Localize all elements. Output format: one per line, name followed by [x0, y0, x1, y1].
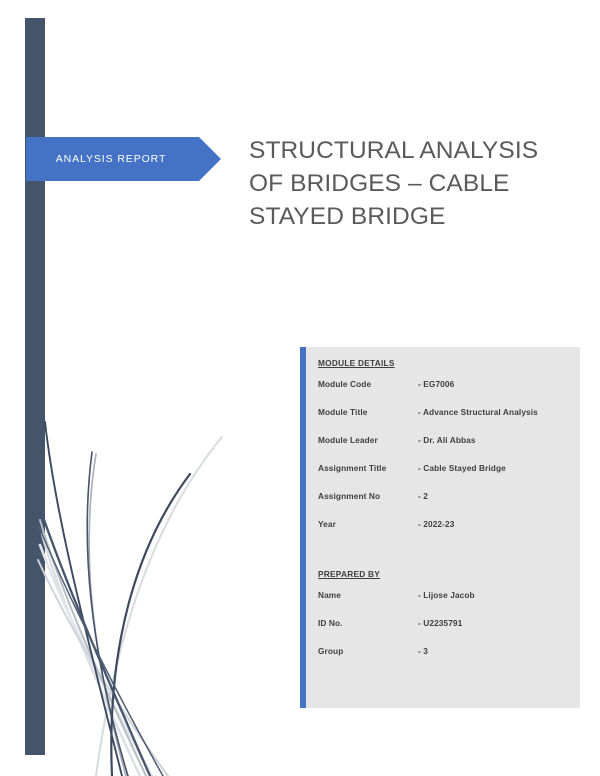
detail-value: - Lijose Jacob: [418, 590, 475, 600]
detail-row: Module Leader - Dr. Ali Abbas: [318, 435, 573, 463]
detail-label: Module Title: [318, 407, 368, 417]
detail-value: - 3: [418, 646, 428, 656]
banner-arrow-shape: [26, 137, 221, 181]
detail-label: ID No.: [318, 618, 343, 628]
detail-label: Group: [318, 646, 344, 656]
detail-row: Module Code - EG7006: [318, 379, 573, 407]
detail-row: Group - 3: [318, 646, 573, 674]
detail-label: Assignment No: [318, 491, 381, 501]
detail-row: ID No. - U2235791: [318, 618, 573, 646]
detail-label: Module Code: [318, 379, 372, 389]
banner-label: ANALYSIS REPORT: [55, 153, 167, 165]
analysis-report-banner: ANALYSIS REPORT: [26, 137, 222, 181]
detail-value: - EG7006: [418, 379, 455, 389]
detail-label: Assignment Title: [318, 463, 387, 473]
detail-label: Name: [318, 590, 341, 600]
left-accent-bar: [25, 18, 45, 755]
detail-value: - 2: [418, 491, 428, 501]
detail-row: Module Title - Advance Structural Analys…: [318, 407, 573, 435]
details-panel: MODULE DETAILS Module Code - EG7006 Modu…: [300, 347, 580, 708]
detail-row: Assignment Title - Cable Stayed Bridge: [318, 463, 573, 491]
detail-value: - Advance Structural Analysis: [418, 407, 538, 417]
detail-label: Year: [318, 519, 336, 529]
section-spacer: [318, 547, 573, 569]
detail-row: Year - 2022-23: [318, 519, 573, 547]
page-title: STRUCTURAL ANALYSIS OF BRIDGES – CABLE S…: [249, 137, 539, 230]
detail-value: - 2022-23: [418, 519, 455, 529]
detail-value: - U2235791: [418, 618, 463, 628]
detail-value: - Dr. Ali Abbas: [418, 435, 476, 445]
section-heading-prepared-by: PREPARED BY: [318, 569, 381, 579]
detail-value: - Cable Stayed Bridge: [418, 463, 506, 473]
section-heading-module-details: MODULE DETAILS: [318, 358, 395, 368]
detail-label: Module Leader: [318, 435, 378, 445]
detail-row: Name - Lijose Jacob: [318, 590, 573, 618]
details-panel-accent-bar: [300, 347, 306, 708]
details-content: MODULE DETAILS Module Code - EG7006 Modu…: [318, 358, 573, 674]
detail-row: Assignment No - 2: [318, 491, 573, 519]
